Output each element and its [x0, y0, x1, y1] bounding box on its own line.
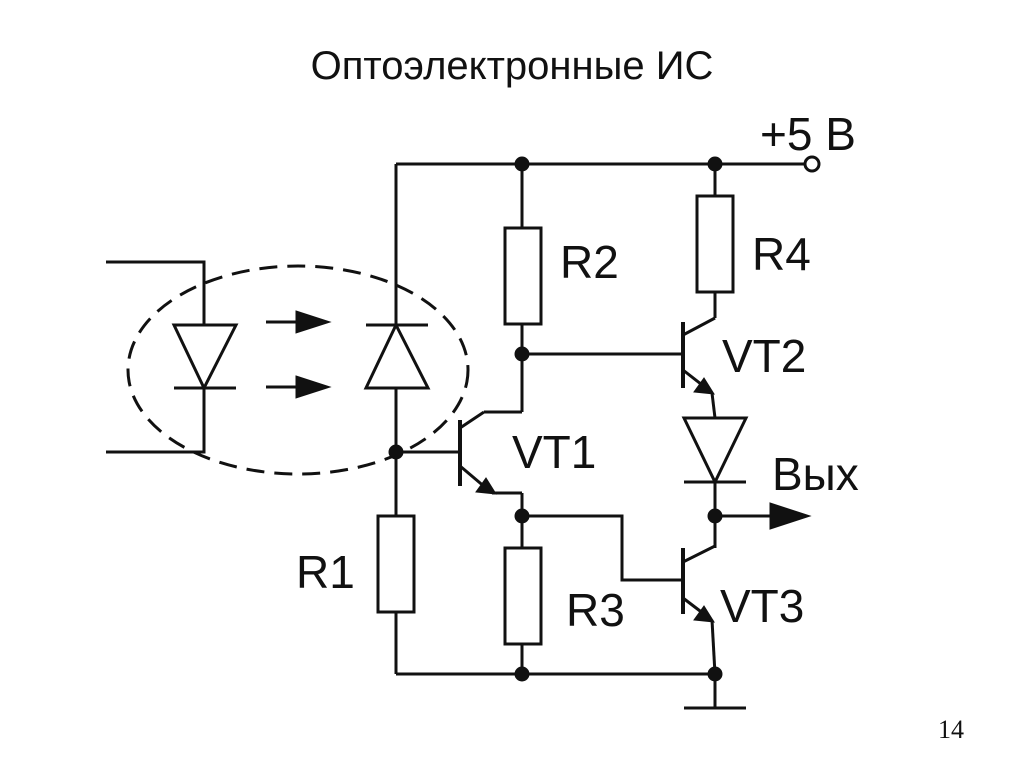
diode-output — [681, 416, 749, 548]
r1-label: R1 — [296, 546, 355, 598]
photodiode-branch — [363, 164, 460, 516]
transistor-vt3 — [681, 544, 723, 682]
vt2-label: VT2 — [722, 330, 806, 382]
light-arrows — [266, 310, 332, 399]
transistor-vt1 — [458, 410, 530, 548]
resistor-r2 — [503, 156, 683, 412]
supply-rail — [396, 155, 821, 173]
r2-label: R2 — [560, 236, 619, 288]
slide-title: Оптоэлектронные ИС — [310, 44, 714, 88]
supply-terminal — [803, 155, 821, 173]
photodiode — [363, 321, 431, 390]
vt1-label: VT1 — [512, 426, 596, 478]
optocoupler-input-led — [106, 260, 239, 454]
resistor-r4 — [695, 156, 735, 318]
ground-rail — [396, 672, 746, 710]
transistor-vt2 — [681, 316, 717, 419]
r3-label: R3 — [566, 584, 625, 636]
r4-label: R4 — [752, 228, 811, 280]
resistor-r3 — [503, 546, 543, 682]
page-number: 14 — [938, 715, 964, 744]
output-label: Вых — [772, 448, 859, 500]
vt3-base-wire — [522, 514, 683, 582]
supply-label: +5 В — [760, 108, 856, 160]
optocoupler-outline — [126, 264, 470, 476]
vt3-label: VT3 — [720, 580, 804, 632]
resistor-r1 — [376, 514, 416, 674]
output-arrow — [715, 502, 812, 530]
